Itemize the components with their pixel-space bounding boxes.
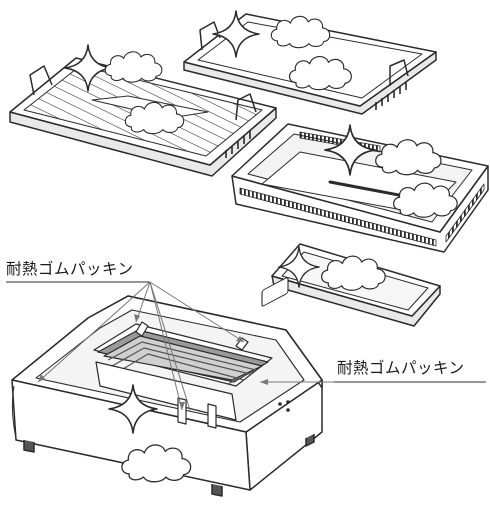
gasket-callout-left: 耐熱ゴムパッキン — [6, 260, 134, 278]
cloud-icon — [288, 55, 353, 91]
cloud-icon — [124, 101, 185, 135]
cloud-icon — [392, 182, 458, 218]
cloud-icon — [270, 15, 331, 49]
drip-tray — [231, 123, 489, 253]
heater-element — [93, 321, 273, 429]
leader-arrowheads — [38, 314, 268, 410]
cloud-icon — [104, 51, 163, 83]
cloud-icon — [375, 139, 442, 176]
cloud-icon — [121, 444, 192, 483]
gasket-callout-right: 耐熱ゴムパッキン — [337, 359, 465, 377]
cloud-icon — [320, 255, 386, 291]
callout-leaders — [6, 281, 486, 411]
